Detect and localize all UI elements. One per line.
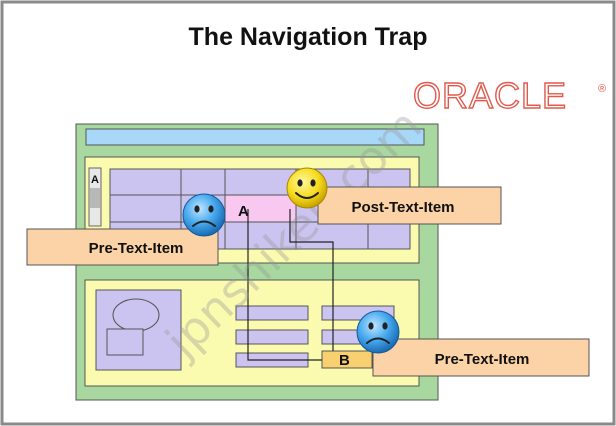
item-b-label: B	[339, 352, 350, 369]
oracle-registered-mark: ®	[598, 83, 606, 95]
happy-face-icon	[286, 167, 328, 209]
window-title-bar	[85, 128, 425, 146]
post-text-item-callout	[317, 186, 502, 225]
shape-canvas	[95, 289, 182, 371]
item-a-label: A	[238, 203, 249, 220]
pre-text-item-left-label: Pre-Text-Item	[89, 240, 184, 257]
highlighted-item-a	[224, 194, 297, 223]
sad-face-icon-top	[182, 193, 226, 237]
scroll-item-a-label: A	[91, 174, 99, 186]
post-text-item-label: Post-Text-Item	[351, 199, 454, 216]
lower-field-1	[235, 305, 309, 321]
lower-field-2	[235, 329, 309, 345]
pre-text-item-right-label: Pre-Text-Item	[435, 351, 530, 368]
diagram-title: The Navigation Trap	[189, 23, 428, 51]
sad-face-icon-bottom	[356, 310, 400, 354]
oracle-logo: ORACLE ®	[412, 74, 606, 116]
scrollbar-thumb	[90, 188, 100, 208]
pre-text-item-right-callout	[372, 338, 590, 377]
pre-text-item-left-callout	[26, 228, 219, 266]
oracle-logo-text: ORACLE	[413, 75, 567, 116]
navigation-lines	[247, 209, 334, 361]
